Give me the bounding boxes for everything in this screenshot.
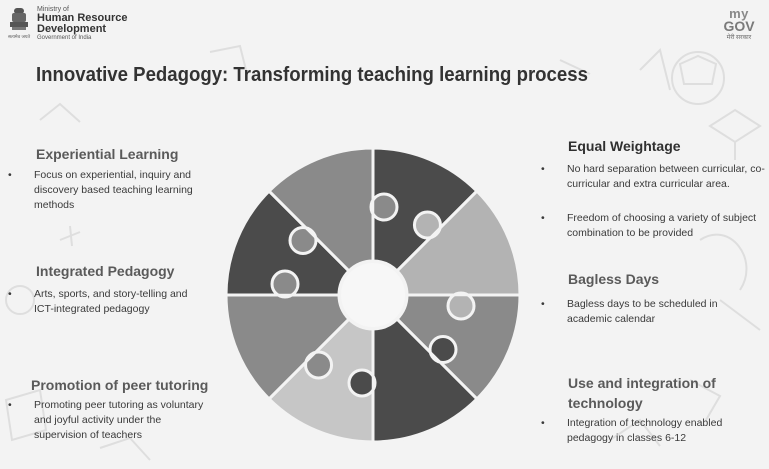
left-text-experiential: • Focus on experiential, inquiry and dis… — [8, 168, 204, 213]
right-heading-bagless-days: Bagless Days — [568, 271, 660, 287]
right-heading-equal-weightage: Equal Weightage — [568, 138, 681, 154]
racket-doodle-icon — [699, 233, 748, 291]
bullet-dot: • — [541, 298, 545, 310]
puzzle-knob — [347, 368, 377, 398]
left-heading-integrated: Integrated Pedagogy — [36, 263, 175, 279]
puzzle-piece — [394, 188, 520, 297]
puzzle-seam — [268, 318, 350, 400]
ministry-line4: Government of India — [37, 35, 92, 41]
puzzle-piece — [371, 316, 480, 442]
puzzle-knob — [412, 210, 442, 240]
puzzle-seam — [396, 318, 478, 400]
right-bullet-equal-weightage-2: • Freedom of choosing a variety of subje… — [541, 211, 767, 241]
right-bullet-technology: • Integration of technology enabled peda… — [541, 416, 747, 446]
book-doodle-icon — [4, 388, 48, 442]
mygov-logo: my GOV मेरी सरकार — [714, 6, 764, 41]
national-emblem-icon: सत्यमेव जयते — [8, 8, 31, 40]
bullet-dot: • — [8, 288, 12, 300]
puzzle-piece — [266, 148, 375, 274]
pencil-doodle-icon — [639, 48, 671, 91]
bullet-text: Focus on experiential, inquiry and disco… — [34, 169, 193, 211]
mygov-gov: GOV — [723, 18, 755, 34]
left-heading-peer-tutoring: Promotion of peer tutoring — [31, 377, 209, 393]
ministry-line2: Human Resource — [37, 12, 128, 24]
bullet-dot: • — [541, 417, 545, 429]
puzzle-piece — [226, 293, 352, 402]
bullet-text: Arts, sports, and story-telling and ICT-… — [34, 288, 188, 315]
bullet-text: Bagless days to be scheduled in academic… — [567, 298, 718, 325]
plus-doodle-icon — [59, 225, 81, 247]
ministry-line3: Development — [37, 23, 107, 35]
left-text-peer-tutoring: • Promoting peer tutoring as voluntary a… — [8, 398, 212, 443]
puzzle-piece — [226, 188, 352, 297]
emblem-caption: सत्यमेव जयते — [8, 33, 31, 40]
mygov-tagline: मेरी सरकार — [726, 35, 752, 41]
mygov-my: my — [729, 6, 749, 21]
puzzle-piece — [266, 316, 375, 442]
bullet-dot: • — [8, 169, 12, 181]
bullet-dot: • — [541, 212, 545, 224]
puzzle-piece — [371, 148, 480, 274]
ministry-line1: Ministry of — [37, 6, 69, 13]
puzzle-knob — [428, 334, 458, 364]
bullet-text: Promoting peer tutoring as voluntary and… — [34, 399, 204, 441]
puzzle-seam — [268, 190, 350, 272]
puzzle-knob — [288, 226, 318, 256]
bullet-text: Integration of technology enabled pedago… — [567, 417, 723, 444]
circle-doodle-icon — [5, 285, 35, 315]
puzzle-knob — [304, 350, 334, 380]
right-heading-technology: Use and integration of technology — [568, 375, 716, 411]
left-text-integrated: • Arts, sports, and story-telling and IC… — [8, 287, 206, 317]
bullet-text: Freedom of choosing a variety of subject… — [567, 212, 757, 239]
football-doodle-icon — [671, 51, 725, 105]
puzzle-wheel-graphic — [226, 148, 520, 442]
bullet-dot: • — [8, 399, 12, 411]
left-heading-experiential: Experiential Learning — [36, 146, 179, 162]
right-bullet-equal-weightage-1: • No hard separation between curricular,… — [541, 162, 767, 192]
puzzle-knob — [270, 269, 300, 299]
bullet-text: No hard separation between curricular, c… — [567, 163, 765, 190]
puzzle-knob — [369, 192, 399, 222]
bullet-dot: • — [541, 163, 545, 175]
ministry-logo: सत्यमेव जयते Ministry of Human Resource … — [6, 6, 128, 41]
right-bullet-bagless-days: • Bagless days to be scheduled in academ… — [541, 297, 747, 327]
puzzle-piece — [394, 293, 520, 402]
cube-doodle-icon — [708, 108, 762, 144]
page-title: Innovative Pedagogy: Transforming teachi… — [36, 64, 588, 86]
puzzle-knob — [446, 291, 476, 321]
puzzle-center-hub — [341, 263, 405, 327]
puzzle-seam — [396, 190, 478, 272]
